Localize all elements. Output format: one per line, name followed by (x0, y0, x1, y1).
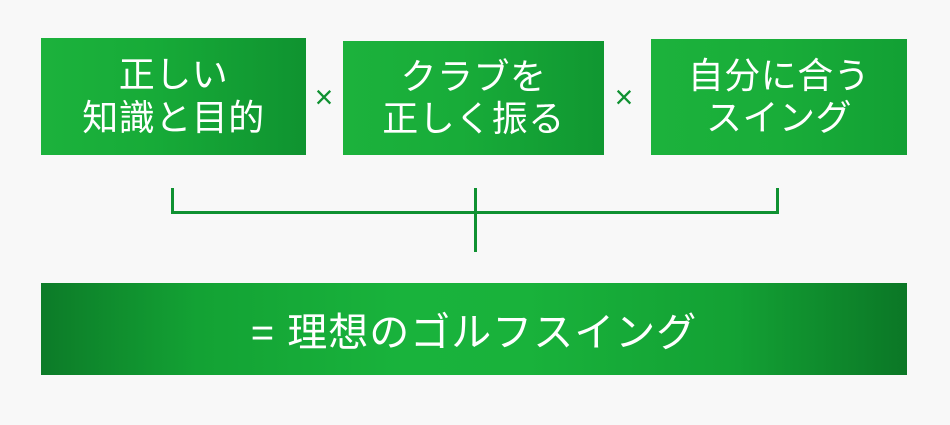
multiply-icon: × (614, 79, 634, 115)
result-bar-label: = 理想のゴルフスイング (250, 311, 698, 355)
factor-box-swing-that-suits-you: 自分に合う スイング (651, 39, 907, 155)
result-bar-ideal-golf-swing: = 理想のゴルフスイング (41, 283, 907, 375)
factor-box-correct-knowledge: 正しい 知識と目的 (41, 38, 306, 155)
factor-box-swing-club-correctly: クラブを 正しく振る (343, 41, 604, 155)
multiply-icon: × (314, 79, 334, 115)
